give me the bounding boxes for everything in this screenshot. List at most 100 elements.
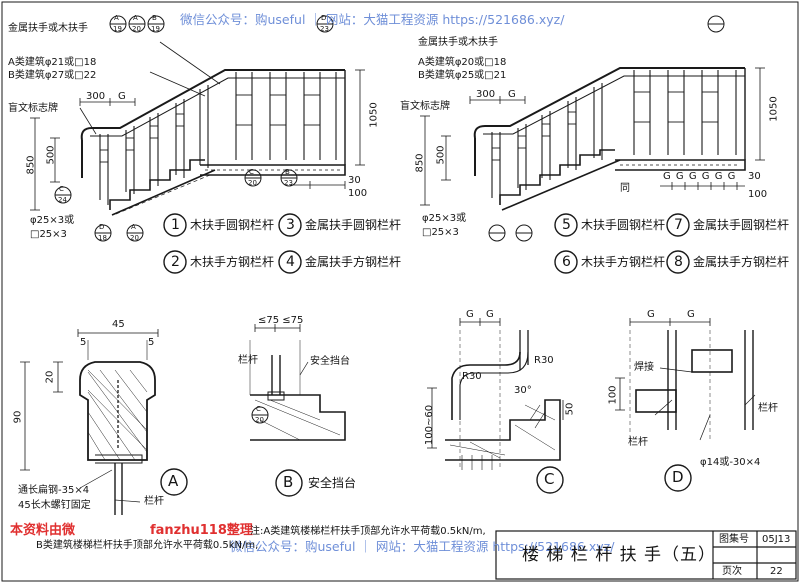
detail-d-drawing [615, 318, 756, 492]
detail-b-rail: 栏杆 [238, 355, 258, 366]
detail-a-dim-45: 45 [112, 319, 125, 330]
detail-c-drawing [427, 318, 564, 494]
detail-a-drawing [20, 329, 188, 515]
legend-text-1: 木扶手圆钢栏杆 [190, 218, 275, 232]
dim-300-right: 300 [476, 89, 496, 100]
detail-a-rail: 栏杆 [144, 496, 164, 507]
detail-c-dim-100-60: 100~60 [424, 404, 436, 446]
ref-num-5: 24 [58, 196, 67, 204]
ref-letter-7: B [285, 168, 290, 176]
dim-500-left: 500 [45, 145, 57, 165]
detail-a-dim-20: 20 [44, 370, 56, 384]
bottom-rail-left: φ25×3或 [30, 215, 75, 226]
stair-elevation-right [420, 15, 765, 242]
detail-c-g-right: G [486, 309, 494, 320]
bottom-rail-right: φ25×3或 [422, 213, 467, 224]
legend-text-3: 金属扶手圆钢栏杆 [305, 218, 402, 232]
handrail-label-left: 金属扶手或木扶手 [8, 23, 88, 34]
detail-c-g-left: G [466, 309, 474, 320]
dim-300-left: 300 [86, 91, 106, 102]
detail-b-caption: 安全挡台 [308, 476, 357, 490]
ref-num-7: 23 [284, 179, 293, 187]
detail-a-screw: 45长木螺钉固定 [18, 500, 91, 511]
watermark-bottom: 微信公众号：购useful ｜ 网站：大猫工程资源 https://521686… [230, 539, 615, 554]
dim-500-right: 500 [435, 145, 447, 165]
sheet-title: 楼 梯 栏 杆 扶 手（五） [522, 545, 717, 565]
dim-g-right: G [508, 89, 516, 100]
detail-c-label: C [544, 470, 555, 488]
dim-1050-right: 1050 [768, 96, 780, 122]
legend-circles [163, 213, 690, 274]
a-class-right: A类建筑φ20或□18 [418, 57, 507, 68]
legend-text-5: 木扶手圆钢栏杆 [581, 218, 666, 232]
detail-c-dim-30: 30° [514, 385, 532, 396]
legend-text-8: 金属扶手方钢栏杆 [693, 255, 790, 269]
legend-text-7: 金属扶手圆钢栏杆 [693, 218, 790, 232]
handrail-label-right: 金属扶手或木扶手 [418, 37, 498, 48]
detail-b-dim-75: ≤75 ≤75 [258, 315, 304, 326]
title-block-lines [495, 530, 797, 580]
dim-g-left: G [118, 91, 126, 102]
detail-d-rod: φ14或-30×4 [700, 457, 761, 468]
detail-a-dim-5-left: 5 [80, 337, 87, 348]
dim-g-row-right: G G G G G G [663, 171, 737, 182]
detail-d-g-left: G [647, 309, 655, 320]
detail-d-label: D [672, 468, 684, 486]
detail-d-rail-right: 栏杆 [758, 403, 778, 414]
detail-a-dim-90: 90 [12, 410, 24, 424]
red-note-1: 本资料由微 [10, 523, 76, 538]
legend-text-6: 木扶手方钢栏杆 [581, 255, 666, 269]
detail-b-ref-letter: C [256, 405, 261, 413]
a-class-left: A类建筑φ21或□18 [8, 57, 97, 68]
ref-letter-8: D [99, 223, 105, 231]
legend-num-3: 3 [286, 217, 295, 233]
dim-30-right: 30 [748, 171, 761, 182]
legend-text-4: 金属扶手方钢栏杆 [305, 255, 402, 269]
bottom-rail2-right: □25×3 [422, 227, 459, 238]
detail-b-label: B [283, 473, 294, 491]
detail-c-r30-left: R30 [462, 371, 482, 382]
legend-num-6: 6 [562, 254, 571, 270]
dim-1050-left: 1050 [368, 102, 380, 128]
legend-num-1: 1 [171, 217, 180, 233]
blind-sign-right: 盲文标志牌 [400, 101, 450, 112]
ref-num-9: 20 [130, 234, 139, 242]
atlas-value: 05J13 [762, 534, 791, 545]
blind-sign-left: 盲文标志牌 [8, 103, 58, 114]
ref-num-8: 18 [98, 234, 107, 242]
dim-100-left: 100 [348, 188, 368, 199]
ref-letter-5: C [59, 185, 64, 193]
detail-a-dim-5-right: 5 [148, 337, 155, 348]
b-class-left: B类建筑φ27或□22 [8, 70, 97, 81]
hui-label-right: 同 [620, 183, 630, 194]
legend-text-2: 木扶手方钢栏杆 [190, 255, 275, 269]
detail-d-rail-left: 栏杆 [628, 437, 648, 448]
detail-b-guard: 安全挡台 [310, 356, 350, 367]
ref-letter-2: A [133, 14, 138, 22]
legend-num-4: 4 [286, 254, 295, 270]
dim-850-right: 850 [414, 153, 426, 173]
ref-num-6: 20 [248, 179, 257, 187]
ref-letter-6: C [249, 168, 254, 176]
detail-a-label: A [168, 472, 179, 490]
red-note-2: fanzhu118整理 [150, 523, 253, 538]
legend-num-2: 2 [171, 254, 180, 270]
legend-num-5: 5 [562, 217, 571, 233]
ref-num-2: 20 [132, 25, 141, 33]
note-line-1: 注:A类建筑楼梯栏杆扶手顶部允许水平荷载0.5kN/m, [250, 526, 486, 537]
detail-c-r30-top: R30 [534, 355, 554, 366]
dim-30-left: 30 [348, 175, 361, 186]
dim-850-left: 850 [25, 155, 37, 175]
detail-d-g-right: G [687, 309, 695, 320]
b-class-right: B类建筑φ25或□21 [418, 70, 507, 81]
detail-d-weld: 焊接 [634, 362, 654, 373]
dim-100-right: 100 [748, 189, 768, 200]
watermark-top: 微信公众号：购useful ｜ 网站：大猫工程资源 https://521686… [180, 12, 565, 27]
ref-letter-1: A [114, 14, 119, 22]
bottom-rail2-left: □25×3 [30, 229, 67, 240]
ref-letter-9: A [131, 223, 136, 231]
ref-num-4: 23 [320, 25, 329, 33]
